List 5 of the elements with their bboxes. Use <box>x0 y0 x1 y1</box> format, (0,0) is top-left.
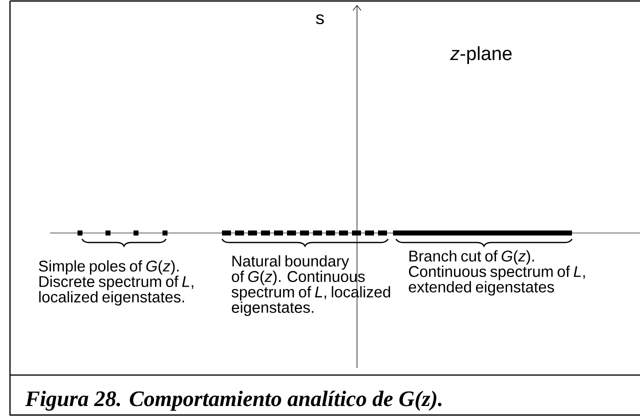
annotation: Branch cut of G(z). Continuous spectrum of L, extended eigenstates <box>408 250 585 296</box>
plane-label: z-plane <box>450 46 512 64</box>
figure-caption: Figura 28. Comportamiento analítico de G(z). <box>25 390 442 411</box>
annotation: Simple poles of G(z). Discrete spectrum of L, localized eigenstates. <box>38 260 194 306</box>
axis-label: s <box>316 14 324 24</box>
